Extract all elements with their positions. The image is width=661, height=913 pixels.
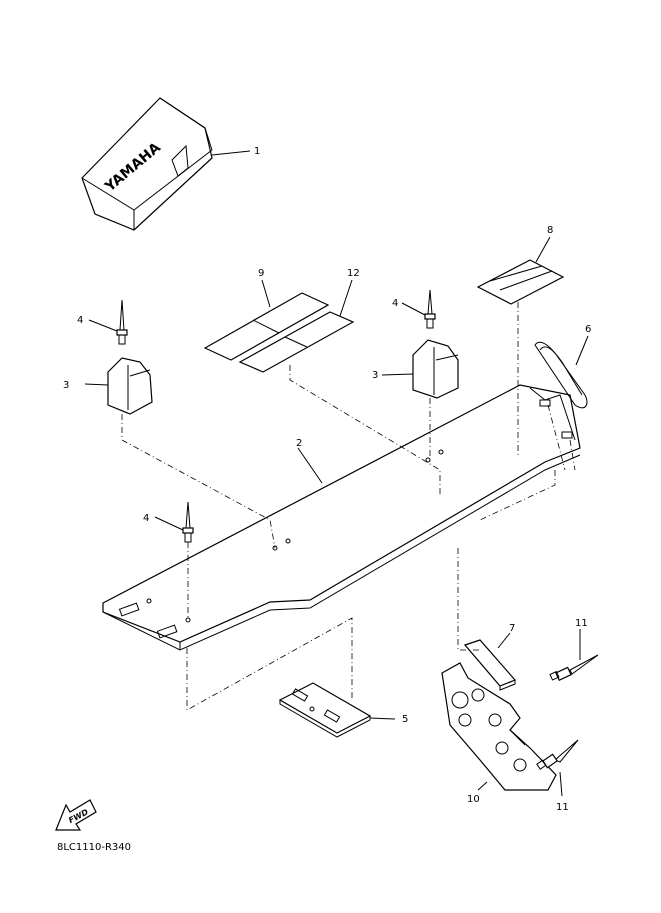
part-11-rivet-2 bbox=[536, 739, 579, 770]
part-5-plate bbox=[278, 682, 372, 738]
part-3-clip-left bbox=[107, 357, 153, 415]
callout-7: 7 bbox=[509, 623, 515, 634]
part-2-tray bbox=[102, 384, 581, 651]
part-10-bracket bbox=[441, 662, 557, 791]
part-4-rivet-1 bbox=[116, 299, 128, 345]
callout-4c: 4 bbox=[143, 513, 149, 524]
callout-10: 10 bbox=[467, 794, 480, 805]
part-9-label bbox=[203, 292, 330, 361]
part-1-cover: YAMAHA bbox=[81, 97, 213, 231]
part-6-strap bbox=[534, 341, 588, 409]
fwd-arrow-icon: FWD bbox=[55, 799, 97, 831]
part-4-rivet-2 bbox=[424, 289, 436, 329]
part-11-rivet-1 bbox=[549, 654, 599, 681]
callout-8: 8 bbox=[547, 225, 553, 236]
callout-11b: 11 bbox=[556, 802, 569, 813]
diagram-code: 8LC1110-R340 bbox=[57, 842, 132, 853]
callout-6: 6 bbox=[585, 324, 591, 335]
callout-9: 9 bbox=[258, 268, 264, 279]
callout-5: 5 bbox=[402, 714, 408, 725]
callout-4: 4 bbox=[77, 315, 83, 326]
callout-4b: 4 bbox=[392, 298, 398, 309]
callout-3b: 3 bbox=[372, 370, 378, 381]
callout-11: 11 bbox=[575, 618, 588, 629]
part-12-label bbox=[238, 311, 355, 373]
part-3-clip-right bbox=[412, 339, 459, 399]
callout-12: 12 bbox=[347, 268, 360, 279]
part-7-pad bbox=[463, 639, 517, 691]
callout-2: 2 bbox=[296, 438, 302, 449]
callout-1: 1 bbox=[254, 146, 260, 157]
part-8-pad bbox=[476, 259, 565, 305]
part-4-rivet-3 bbox=[182, 501, 194, 543]
callout-3: 3 bbox=[63, 380, 69, 391]
